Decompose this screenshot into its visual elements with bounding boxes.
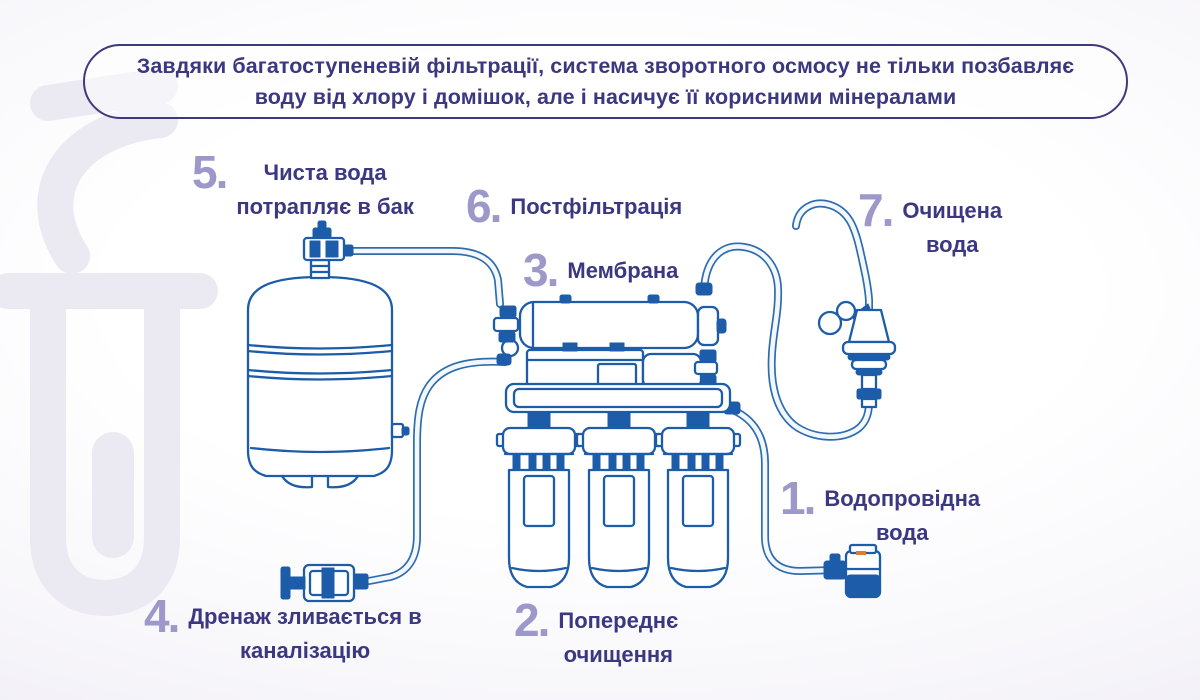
step-text-5: Чиста вода потрапляє в бак — [236, 156, 413, 224]
step-text-7-line1: Очищена — [902, 198, 1003, 223]
tank-ball-valve — [302, 220, 354, 280]
step-number-6: 6. — [466, 180, 502, 232]
step-text-3-line1: Мембрана — [567, 258, 679, 283]
step-text-1: Водопровідна вода — [824, 482, 980, 550]
filter-cartridge-1 — [495, 426, 583, 589]
step-text-1-line2: вода — [875, 520, 929, 545]
feed-water-valve — [823, 543, 882, 599]
step-text-2-line1: Попереднє — [558, 608, 679, 633]
filter-cartridge-2 — [575, 426, 663, 589]
step-text-4: Дренаж зливається в каналізацію — [188, 600, 421, 668]
base-plate — [504, 382, 732, 429]
step-label-5: 5. Чиста вода потрапляє в бак — [192, 146, 414, 224]
banner-line1: Завдяки багатоступеневій фільтрації, сис… — [136, 53, 1075, 78]
step-number-7: 7. — [858, 184, 894, 236]
step-text-5-line1: Чиста вода — [263, 160, 387, 185]
step-text-4-line1: Дренаж зливається в — [188, 604, 422, 629]
tube-membrane-to-faucet — [700, 242, 873, 441]
step-label-7: 7. Очищена вода — [858, 184, 1002, 262]
step-text-6: Постфільтрація — [510, 190, 682, 224]
step-number-2: 2. — [514, 594, 550, 646]
step-number-4: 4. — [144, 590, 180, 642]
step-text-7: Очищена вода — [902, 194, 1002, 262]
watermark-faucet-icon — [0, 68, 218, 617]
tube-unit-to-drain — [365, 357, 509, 585]
step-number-1: 1. — [780, 472, 816, 524]
step-label-6: 6. Постфільтрація — [466, 180, 682, 232]
step-text-4-line2: каналізацію — [239, 638, 371, 663]
pump-block — [492, 305, 741, 415]
step-number-5: 5. — [192, 146, 228, 198]
drinking-water-faucet — [792, 199, 897, 409]
storage-tank — [246, 275, 410, 489]
drain-saddle-clamp — [280, 563, 369, 603]
step-text-6-line1: Постфільтрація — [510, 194, 683, 219]
step-text-2-line2: очищення — [563, 642, 673, 667]
info-banner: Завдяки багатоступеневій фільтрації, сис… — [83, 44, 1128, 119]
filter-cartridge-3 — [654, 426, 742, 589]
step-text-5-line2: потрапляє в бак — [236, 194, 414, 219]
step-text-3: Мембрана — [567, 254, 678, 288]
step-label-4: 4. Дренаж зливається в каналізацію — [144, 590, 422, 668]
step-text-7-line2: вода — [925, 232, 979, 257]
step-label-1: 1. Водопровідна вода — [780, 472, 980, 550]
banner-line2: воду від хлору і домішок, але і насичує … — [254, 84, 957, 109]
step-label-2: 2. Попереднє очищення — [514, 594, 678, 672]
step-number-3: 3. — [523, 244, 559, 296]
step-text-2: Попереднє очищення — [558, 604, 678, 672]
membrane-housing — [518, 282, 727, 350]
tube-tank-to-unit — [348, 247, 504, 308]
step-label-3: 3. Мембрана — [523, 244, 678, 296]
step-text-1-line1: Водопровідна — [824, 486, 981, 511]
tube-unit-to-feed-valve — [729, 406, 841, 576]
